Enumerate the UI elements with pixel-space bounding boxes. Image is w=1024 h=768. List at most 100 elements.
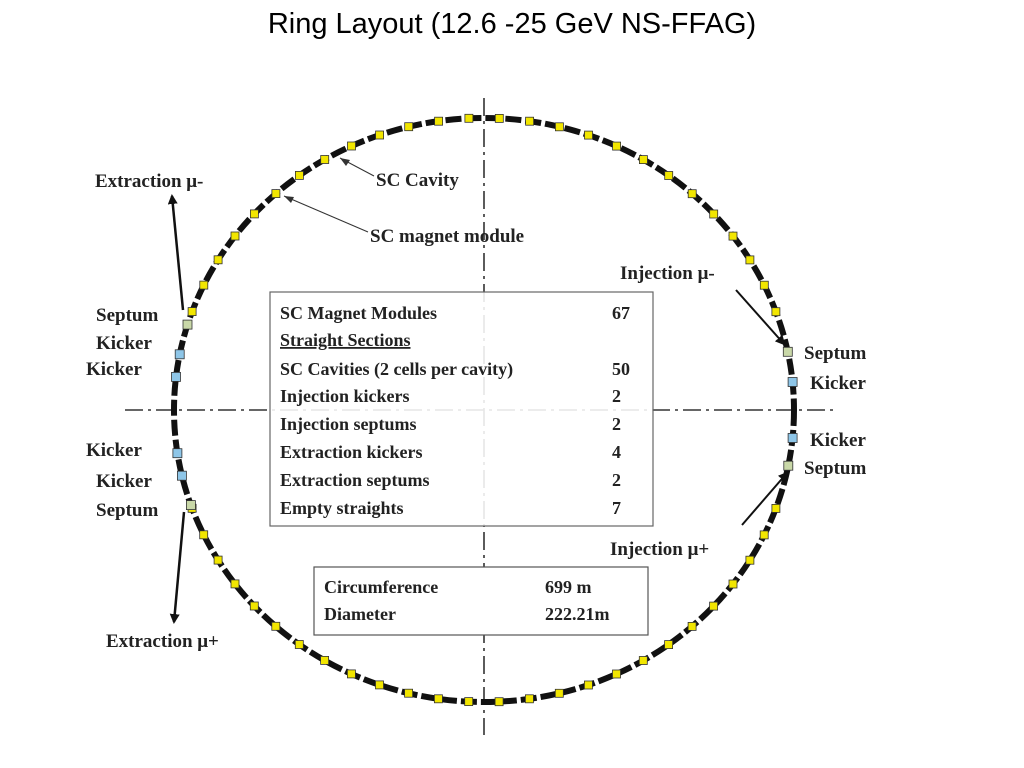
- page-title: Ring Layout (12.6 -25 GeV NS-FFAG): [267, 8, 757, 40]
- sc-cavity-marker: [294, 640, 304, 649]
- sc-cavity-marker: [584, 130, 593, 140]
- sc-cavity-marker: [230, 579, 240, 589]
- sc-cavity-marker: [404, 688, 414, 698]
- sc-cavity-marker: [709, 209, 719, 219]
- label-septum-right-top: Septum: [804, 343, 866, 364]
- injection-minus-arrow: [735, 289, 786, 346]
- components-row-value: 50: [612, 359, 630, 379]
- septum-marker: [182, 319, 193, 330]
- label-injection-minus: Injection μ-: [620, 263, 715, 284]
- label-sc-magnet-module: SC magnet module: [370, 226, 524, 247]
- components-row-value: 67: [612, 303, 630, 323]
- label-kicker-right-2: Kicker: [810, 430, 866, 451]
- sc-cavity-marker: [434, 116, 444, 126]
- sc-cavity-marker: [249, 209, 259, 219]
- sc-cavity-marker: [771, 307, 781, 317]
- label-kicker-left-1: Kicker: [96, 333, 152, 354]
- kicker-marker: [787, 377, 798, 387]
- sc-cavity-marker: [375, 130, 385, 140]
- sc-cavity-marker: [320, 155, 330, 164]
- sc-cavity-marker: [639, 155, 648, 165]
- septum-marker: [782, 346, 793, 357]
- sc-cavity-marker: [664, 640, 673, 649]
- sc-cavity-marker: [745, 555, 755, 565]
- sc-magnet-pointer-head: [284, 196, 294, 203]
- sc-cavity-marker: [230, 231, 240, 241]
- components-row-label: SC Cavities (2 cells per cavity): [280, 359, 513, 380]
- septum-marker: [185, 500, 196, 511]
- sc-cavity-marker: [271, 189, 281, 199]
- sc-magnet-pointer: [283, 195, 369, 233]
- sc-cavity-marker: [187, 307, 197, 317]
- sc-cavity-marker: [199, 530, 209, 540]
- sc-cavity-marker: [745, 255, 755, 265]
- label-septum-left-top: Septum: [96, 305, 158, 326]
- injection-plus-arrow: [741, 471, 789, 526]
- sc-cavity-marker: [728, 579, 738, 589]
- kicker-marker: [176, 470, 187, 481]
- kicker-marker: [174, 349, 185, 360]
- kicker-marker: [787, 433, 798, 443]
- sc-cavity-marker: [612, 141, 621, 151]
- label-injection-plus: Injection μ+: [610, 539, 709, 560]
- ring-markers: [171, 113, 798, 707]
- sc-cavity-marker: [494, 697, 504, 707]
- sc-cavity-marker: [555, 122, 564, 132]
- components-row-label: SC Magnet Modules: [280, 303, 437, 323]
- sc-cavity-marker: [433, 694, 443, 704]
- sc-cavity-marker: [404, 122, 414, 132]
- label-kicker-left-3: Kicker: [86, 440, 142, 461]
- sc-cavity-marker: [554, 688, 564, 698]
- label-septum-left-bottom: Septum: [96, 500, 158, 521]
- components-row-label: Injection septums: [280, 414, 417, 434]
- sc-cavity-marker: [213, 555, 223, 565]
- label-sc-cavity: SC Cavity: [376, 170, 459, 191]
- components-row-label: Injection kickers: [280, 386, 410, 406]
- kicker-marker: [172, 448, 183, 459]
- sc-cavity-marker: [525, 694, 534, 704]
- sc-cavity-marker: [494, 114, 504, 123]
- components-row-label: Empty straights: [280, 498, 404, 518]
- sc-cavity-marker: [213, 255, 223, 265]
- sc-cavity-marker: [320, 656, 330, 665]
- label-septum-right-bottom: Septum: [804, 458, 866, 479]
- sc-cavity-marker: [271, 621, 281, 631]
- sc-cavity-marker: [294, 170, 304, 180]
- components-row-value: 2: [612, 470, 621, 490]
- dimensions-row-label: Circumference: [324, 577, 438, 597]
- sc-cavity-marker: [728, 231, 738, 241]
- sc-cavity-marker: [771, 503, 781, 513]
- label-kicker-right-1: Kicker: [810, 373, 866, 394]
- septum-marker: [783, 460, 794, 471]
- label-extraction-minus: Extraction μ-: [95, 171, 203, 192]
- sc-cavity-marker: [249, 601, 259, 611]
- sc-cavity-marker: [638, 656, 648, 665]
- components-table-box: [269, 291, 654, 527]
- sc-cavity-marker: [464, 697, 474, 706]
- components-row-label: Extraction kickers: [280, 442, 422, 462]
- dimensions-row-value: 222.21m: [545, 604, 610, 624]
- sc-cavity-marker: [375, 680, 384, 690]
- label-kicker-left-2: Kicker: [86, 359, 142, 380]
- components-row-value: 2: [612, 414, 621, 434]
- sc-cavity-marker: [687, 622, 697, 631]
- sc-cavity-marker: [687, 189, 697, 199]
- components-row-label: Extraction septums: [280, 470, 430, 490]
- kicker-marker: [171, 371, 181, 382]
- sc-cavity-marker: [759, 280, 769, 290]
- sc-cavity-marker: [346, 669, 356, 679]
- dimensions-table-box: [313, 566, 649, 636]
- sc-cavity-marker: [584, 680, 593, 690]
- sc-cavity-pointer-head: [340, 158, 350, 166]
- sc-cavity-marker: [199, 280, 209, 290]
- sc-cavity-marker: [525, 116, 534, 126]
- components-row-label: Straight Sections: [280, 330, 411, 350]
- extraction-minus-arrow: [167, 194, 185, 311]
- components-row-value: 4: [612, 442, 621, 462]
- dimensions-row-value: 699 m: [545, 577, 592, 597]
- sc-cavity-marker: [709, 601, 718, 611]
- sc-cavity-marker: [664, 171, 674, 180]
- components-row-value: 7: [612, 498, 621, 518]
- sc-cavity-marker: [759, 530, 769, 540]
